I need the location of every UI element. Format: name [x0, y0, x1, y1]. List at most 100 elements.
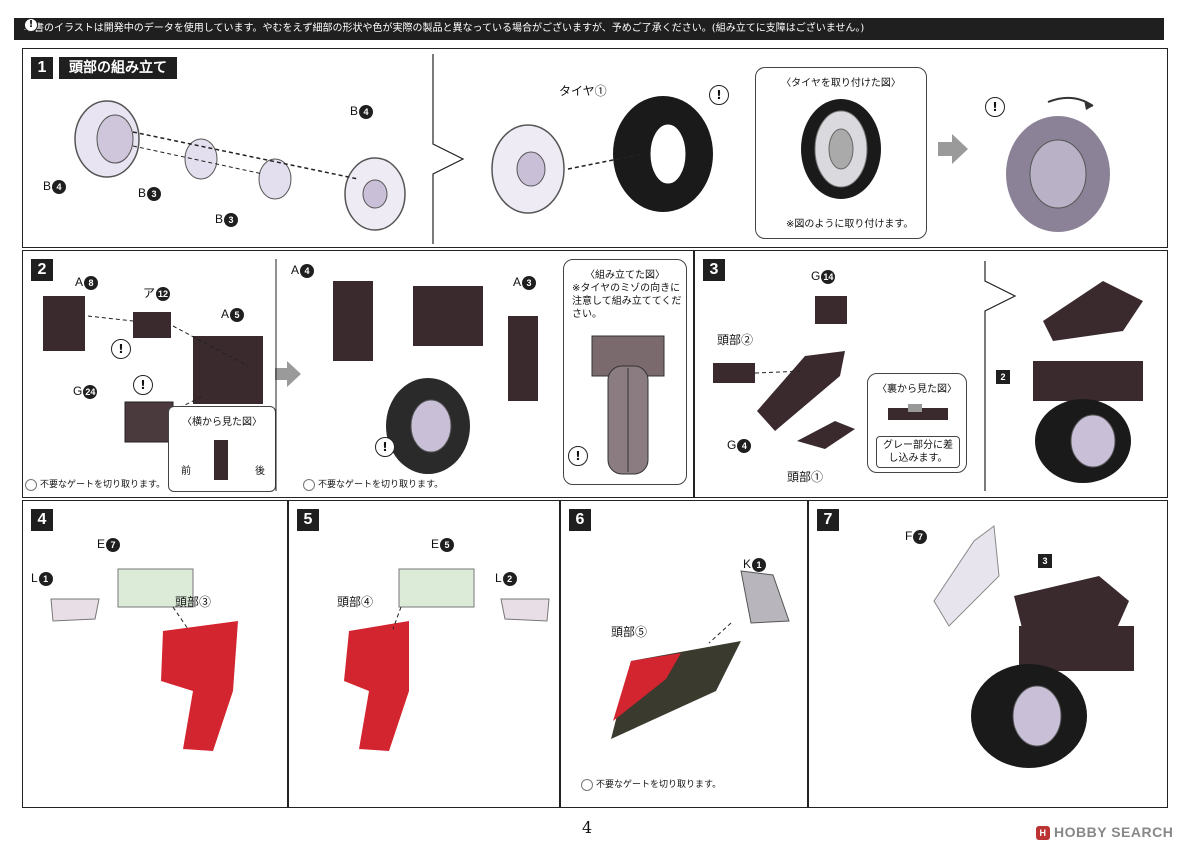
step-number: 5 [297, 509, 319, 531]
part-label-tire: タイヤ① [559, 84, 607, 98]
callout-note: グレー部分に差し込みます。 [876, 436, 960, 468]
back-label: 後 [255, 466, 265, 477]
label-number: 1 [38, 571, 53, 586]
label-letter: E [97, 537, 106, 551]
back-view-part [888, 404, 948, 420]
label-number: 7 [913, 529, 928, 544]
section-divider [984, 261, 1017, 491]
label-number: 3 [147, 186, 162, 201]
head3-illustration [50, 568, 238, 751]
caution-icon: ! [133, 375, 153, 395]
gate-note: 不要なゲートを切り取ります。 [25, 477, 165, 491]
head-assembled-illustration [1033, 281, 1143, 483]
label-number: 2 [502, 571, 517, 586]
label-number: 4 [300, 263, 315, 278]
tire-mount-illustration [491, 96, 713, 214]
side-view-part [214, 440, 228, 480]
head4-illustration [344, 568, 550, 751]
label-number: 5 [440, 537, 455, 552]
caution-icon: ! [375, 437, 395, 457]
label-letter: L [495, 571, 502, 585]
caution-icon: ! [24, 18, 38, 32]
callout-title: 〈横から見た図〉 [182, 417, 262, 428]
head-frame-illustration [333, 281, 538, 474]
assembled-front-illustration [591, 335, 665, 475]
section-divider [432, 54, 465, 244]
gate-note: 不要なゲートを切り取ります。 [303, 477, 443, 491]
nipper-icon [581, 778, 593, 791]
part-label-head3: 頭部③ [175, 595, 212, 609]
label-number: 8 [84, 275, 99, 290]
back-view-callout: 〈裏から見た図〉 グレー部分に差し込みます。 [867, 373, 967, 473]
step-number: 2 [31, 259, 53, 281]
label-letter: B [350, 104, 359, 118]
tire-mounted-illustration [801, 99, 881, 199]
wheel-hub-illustration [74, 100, 406, 231]
gate-note-text: 不要なゲートを切り取ります。 [596, 780, 722, 790]
hobby-search-logo-icon: H [1036, 826, 1050, 841]
label-number: 14 [821, 269, 836, 284]
ref-number: 3 [1038, 553, 1052, 568]
assembled-wheel-illustration [1006, 96, 1110, 232]
notice-text: 本書のイラストは開発中のデータを使用しています。やむをえず細部の形状や色が実際の… [24, 23, 865, 34]
label-letter: A [291, 263, 300, 277]
callout-note: ※図のように取り付けます。 [786, 219, 914, 230]
label-letter: G [811, 269, 821, 283]
part-label-head4: 頭部④ [337, 595, 374, 609]
step-number: 1 [31, 57, 53, 79]
label-letter: A [75, 275, 84, 289]
label-number: 12 [156, 286, 171, 301]
part-label-head2: 頭部② [717, 333, 754, 347]
callout-title: 〈裏から見た図〉 [877, 384, 957, 395]
step-number: 4 [31, 509, 53, 531]
gate-note-text: 不要なゲートを切り取ります。 [40, 480, 166, 490]
caution-icon: ! [985, 97, 1005, 117]
label-letter: L [31, 571, 38, 585]
notice-bar: !本書のイラストは開発中のデータを使用しています。やむをえず細部の形状や色が実際… [14, 18, 1164, 40]
ref-step-3: 3 [1037, 553, 1052, 568]
label-letter: B [215, 212, 224, 226]
step-number: 3 [703, 259, 725, 281]
label-letter: A [513, 275, 522, 289]
side-view-callout: 〈横から見た図〉 前 後 [168, 406, 276, 492]
label-letter: G [727, 438, 737, 452]
arrow-icon [938, 134, 968, 164]
page-number: 4 [582, 818, 593, 837]
part-label-head5: 頭部⑤ [611, 625, 648, 639]
assembled-callout: 〈組み立てた図〉 ※タイヤのミゾの向きに注意して組み立ててください。 ! [563, 259, 687, 485]
front-label: 前 [181, 466, 191, 477]
label-number: 3 [522, 275, 537, 290]
label-letter: A [221, 307, 230, 321]
nipper-icon [303, 478, 315, 491]
nipper-icon [25, 478, 37, 491]
head-parts-illustration [43, 296, 263, 443]
callout-title: 〈組み立てた図〉 [585, 270, 665, 281]
label-letter: B [43, 179, 52, 193]
label-letter: K [743, 557, 752, 571]
label-number: 1 [752, 557, 767, 572]
part-label-head1: 頭部① [787, 470, 824, 484]
label-letter: B [138, 186, 147, 200]
label-number: 4 [52, 179, 67, 194]
label-number: 7 [106, 537, 121, 552]
